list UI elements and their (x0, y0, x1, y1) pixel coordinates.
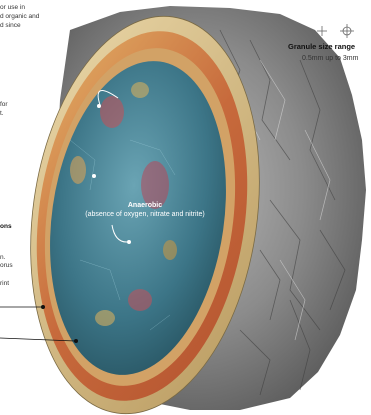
leader-dot-1 (41, 305, 45, 309)
arrow-mid-dot (92, 174, 96, 178)
left-text-line-8: orus (0, 262, 13, 270)
left-text-line-4: for (0, 101, 8, 109)
anaerobic-title: Anaerobic (40, 202, 250, 209)
leader-dot-2 (74, 339, 78, 343)
granule-size-title: Granule size range (288, 42, 355, 51)
anaerobic-description: (absence of oxygen, nitrate and nitrite) (40, 211, 250, 218)
left-text-line-3: d since (0, 22, 21, 30)
left-text-line-2: d organic and (0, 13, 39, 21)
left-text-line-1: or use in (0, 4, 25, 12)
arrow-upper-dot (97, 104, 101, 108)
left-text-line-9: rint (0, 280, 9, 288)
left-text-line-5: t. (0, 110, 4, 118)
left-text-line-6: ons (0, 223, 12, 231)
circle-crosshair-icon (340, 24, 354, 38)
granule-size-range: 0.5mm up to 3mm (302, 55, 358, 62)
left-text-line-7: n. (0, 254, 5, 262)
arrow-lower-dot (127, 240, 131, 244)
